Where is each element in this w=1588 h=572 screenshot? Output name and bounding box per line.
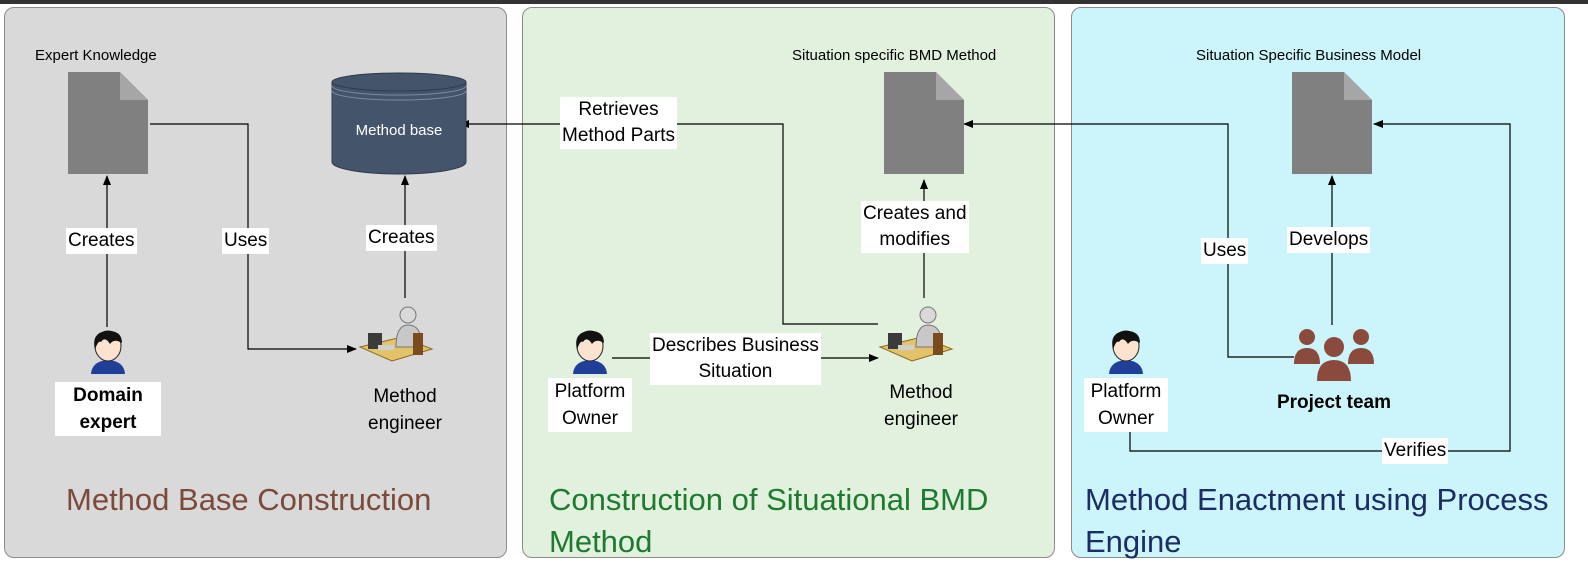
uses-method-label: Uses <box>1201 238 1249 264</box>
platform-owner-label-2: Platform Owner <box>1084 378 1168 432</box>
edge-owner-verifies-model <box>1129 120 1511 452</box>
creates-and-modifies-label: Creates and modifies <box>861 201 969 253</box>
method-base-construction-title: Method Base Construction <box>66 482 432 517</box>
top-border <box>0 0 1588 4</box>
project-team-icon <box>1294 329 1374 381</box>
method-engineer-label-1: Method engineer <box>368 386 442 434</box>
describes-business-situation-label: Describes Business Situation <box>650 333 821 385</box>
method-enactment-title: Method Enactment using Process Engine <box>1085 482 1549 559</box>
platform-owner-person-icon-1 <box>573 330 607 374</box>
method-base-database-icon <box>331 72 467 175</box>
situation-specific-bmd-method-label: Situation specific BMD Method <box>792 47 997 64</box>
verifies-label: Verifies <box>1382 438 1449 464</box>
business-model-document-icon <box>1292 72 1372 174</box>
situation-specific-business-model-label: Situation Specific Business Model <box>1196 47 1422 64</box>
creates-knowledge-label: Creates <box>66 228 137 254</box>
platform-owner-person-icon-2 <box>1109 330 1143 374</box>
domain-expert-label: Domain expert <box>55 382 161 436</box>
edge-retrieves-method-parts <box>459 120 878 325</box>
retrieves-method-parts-label: Retrieves Method Parts <box>560 97 677 149</box>
uses-label: Uses <box>222 228 270 254</box>
creates-method-base-label: Creates <box>366 225 437 251</box>
method-engineer-label-2: Method engineer <box>884 382 958 430</box>
method-engineer-workstation-icon <box>358 306 434 362</box>
domain-expert-person-icon <box>91 330 125 374</box>
bmd-method-document-icon <box>884 72 964 174</box>
project-team-label: Project team <box>1276 392 1392 413</box>
develops-label: Develops <box>1287 227 1371 253</box>
platform-owner-label-1: Platform Owner <box>548 378 632 432</box>
expert-knowledge-document-icon <box>68 72 148 174</box>
expert-knowledge-label: Expert Knowledge <box>35 47 157 64</box>
method-engineer-workstation-icon-2 <box>878 306 954 362</box>
situational-method-title: Construction of Situational BMD Method <box>549 482 989 559</box>
method-base-label: Method base <box>355 122 443 139</box>
